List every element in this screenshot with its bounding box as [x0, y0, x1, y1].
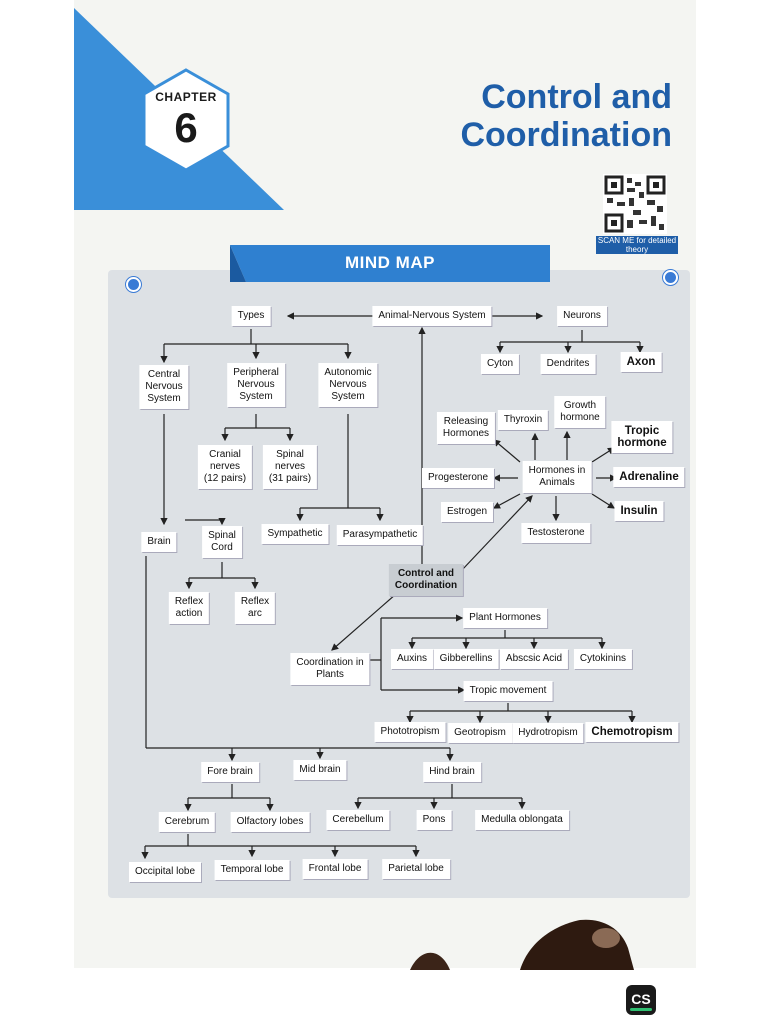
- node-reflex-action: Reflex action: [168, 592, 210, 624]
- mind-map-title: MIND MAP: [345, 253, 435, 272]
- node-hormones-in-animals: Hormones in Animals: [522, 461, 592, 493]
- chapter-number: 6: [174, 104, 198, 151]
- camscanner-logo-text: CS: [631, 991, 651, 1007]
- node-auxins: Auxins: [390, 649, 434, 669]
- node-autonomic-nervous-system: Autonomic Nervous System: [318, 363, 378, 407]
- node-gibberellins: Gibberellins: [433, 649, 499, 669]
- node-reflex-arc: Reflex arc: [234, 592, 276, 624]
- node-cranial-nerves: Cranial nerves (12 pairs): [197, 445, 253, 489]
- node-animal-nervous-system: Animal-Nervous System: [372, 306, 492, 326]
- node-olfactory-lobes: Olfactory lobes: [230, 812, 310, 832]
- node-neurons: Neurons: [557, 306, 607, 326]
- node-phototropism: Phototropism: [374, 722, 446, 742]
- node-cerebrum: Cerebrum: [158, 812, 216, 832]
- node-growth-hormone: Growth hormone: [554, 396, 606, 428]
- node-mid-brain: Mid brain: [293, 760, 347, 780]
- node-plant-hormones: Plant Hormones: [463, 608, 547, 628]
- node-axon: Axon: [620, 352, 662, 372]
- ring-hole-right: [663, 270, 678, 285]
- node-coordination-in-plants: Coordination in Plants: [290, 653, 370, 685]
- node-tropic-movement: Tropic movement: [463, 681, 553, 701]
- node-control-and-coordination: Control and Coordination: [388, 564, 464, 596]
- qr-code-icon[interactable]: [603, 174, 667, 234]
- node-central-nervous-system: Central Nervous System: [139, 365, 189, 409]
- node-dendrites: Dendrites: [540, 354, 596, 374]
- node-medulla-oblongata: Medulla oblongata: [475, 810, 569, 830]
- chapter-hexagon: [142, 68, 230, 172]
- node-occipital-lobe: Occipital lobe: [128, 862, 202, 882]
- node-cytokinins: Cytokinins: [573, 649, 633, 669]
- node-testosterone: Testosterone: [521, 523, 591, 543]
- node-pons: Pons: [416, 810, 452, 830]
- finger-photo: [410, 919, 634, 970]
- node-cyton: Cyton: [480, 354, 520, 374]
- node-sympathetic: Sympathetic: [261, 524, 329, 544]
- mind-map-banner: [230, 245, 550, 282]
- node-parietal-lobe: Parietal lobe: [382, 859, 450, 879]
- node-progesterone: Progesterone: [421, 468, 495, 488]
- node-geotropism: Geotropism: [448, 723, 512, 743]
- camscanner-logo-bar: [630, 1008, 652, 1011]
- node-chemotropism: Chemotropism: [585, 722, 679, 742]
- node-parasympathetic: Parasympathetic: [336, 525, 424, 545]
- page-title-line2: Coordination: [460, 116, 672, 154]
- node-adrenaline: Adrenaline: [613, 467, 685, 487]
- node-hind-brain: Hind brain: [423, 762, 481, 782]
- node-temporal-lobe: Temporal lobe: [214, 860, 290, 880]
- node-frontal-lobe: Frontal lobe: [302, 859, 368, 879]
- chapter-label: CHAPTER: [155, 90, 217, 104]
- node-types: Types: [231, 306, 271, 326]
- node-brain: Brain: [141, 532, 177, 552]
- node-insulin: Insulin: [614, 501, 664, 521]
- node-fore-brain: Fore brain: [201, 762, 259, 782]
- node-peripheral-nervous-system: Peripheral Nervous System: [227, 363, 285, 407]
- node-cerebellum: Cerebellum: [326, 810, 390, 830]
- qr-caption: SCAN ME for detailed theory: [596, 236, 678, 254]
- node-releasing-hormones: Releasing Hormones: [436, 412, 496, 444]
- ring-hole-left: [126, 277, 141, 292]
- node-spinal-cord: Spinal Cord: [202, 526, 242, 558]
- node-tropic-hormone: Tropic hormone: [611, 421, 673, 453]
- page-title-line1: Control and: [481, 78, 672, 116]
- node-estrogen: Estrogen: [440, 502, 494, 522]
- node-spinal-nerves: Spinal nerves (31 pairs): [262, 445, 318, 489]
- node-hydrotropism: Hydrotropism: [512, 723, 584, 743]
- node-thyroxin: Thyroxin: [497, 410, 549, 430]
- node-abscisic-acid: Abscsic Acid: [499, 649, 569, 669]
